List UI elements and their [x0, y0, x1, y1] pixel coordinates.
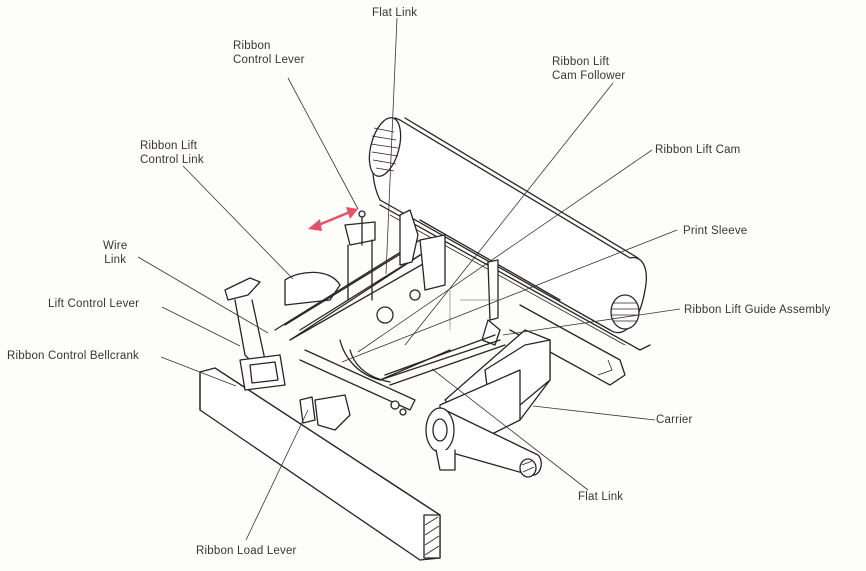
label-carrier: Carrier — [656, 414, 693, 426]
leader-carrier — [532, 405, 656, 421]
ribbon-lift-mechanism — [224, 209, 506, 431]
label-print-sleeve: Print Sleeve — [683, 225, 748, 237]
leader-ribbon-load-lever — [245, 409, 309, 541]
label-wire-link: Wire Link — [103, 240, 128, 266]
label-ribbon-control-bellcrank: Ribbon Control Bellcrank — [7, 350, 140, 362]
leader-ribbon-control-lever — [287, 77, 359, 210]
rear-rails — [379, 204, 651, 386]
leader-ribbon-control-bellcrank — [160, 356, 237, 387]
leader-ribbon-lift-control-link — [182, 165, 294, 280]
label-ribbon-lift-cam-follower: Ribbon Lift Cam Follower — [552, 56, 626, 82]
leader-flat-link-bottom — [431, 368, 589, 491]
leader-lines — [137, 17, 681, 541]
leader-flat-link-top — [385, 17, 398, 275]
leader-ribbon-lift-cam-follower — [404, 82, 614, 346]
label-ribbon-control-lever: Ribbon Control Lever — [233, 40, 305, 66]
leader-print-sleeve — [341, 229, 678, 363]
leader-ribbon-lift-cam — [357, 149, 653, 353]
leader-lift-control-lever — [161, 306, 241, 347]
label-flat-link-bottom: Flat Link — [578, 491, 624, 503]
label-flat-link-top: Flat Link — [372, 7, 418, 19]
front-bar — [199, 367, 441, 561]
label-lift-control-lever: Lift Control Lever — [48, 298, 140, 310]
label-ribbon-lift-guide-assembly: Ribbon Lift Guide Assembly — [684, 304, 831, 316]
print-shaft — [425, 407, 542, 478]
platen-cylinder — [368, 117, 647, 334]
leader-ribbon-lift-guide-assembly — [502, 308, 681, 336]
label-ribbon-load-lever: Ribbon Load Lever — [196, 545, 297, 557]
label-ribbon-lift-control-link: Ribbon Lift Control Link — [140, 140, 204, 166]
leader-wire-link — [137, 256, 269, 334]
label-ribbon-lift-cam: Ribbon Lift Cam — [655, 144, 741, 156]
motion-arrow-icon — [308, 207, 358, 231]
